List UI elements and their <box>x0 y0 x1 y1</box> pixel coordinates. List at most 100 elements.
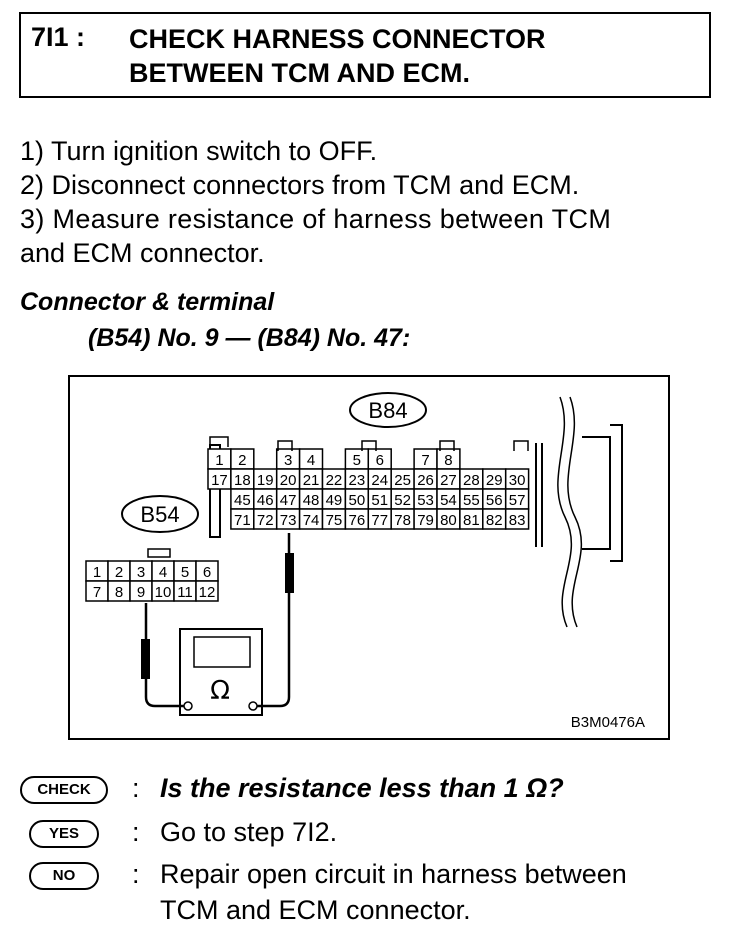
b84-terminal-49-label: 49 <box>326 492 343 509</box>
check-question: Is the resistance less than 1 Ω? <box>160 773 564 803</box>
b54-terminal-6-label: 6 <box>203 564 211 581</box>
b84-terminal-80-label: 80 <box>440 512 457 529</box>
b84-terminal-30-label: 30 <box>509 472 526 489</box>
b84-terminal-45-label: 45 <box>234 492 251 509</box>
b84-terminal-81-label: 81 <box>463 512 480 529</box>
b54-terminal-12-label: 12 <box>199 584 216 601</box>
no-text-line2: TCM and ECM connector. <box>160 895 471 925</box>
yes-colon: : <box>132 817 140 847</box>
b54-terminal-12-cell <box>195 580 219 602</box>
b84-terminal-50-label: 50 <box>349 492 366 509</box>
step-title: CHECK HARNESS CONNECTOR BETWEEN TCM AND … <box>129 22 546 90</box>
b84-terminal-28-label: 28 <box>463 472 480 489</box>
b84-terminal-6-label: 6 <box>376 452 384 469</box>
b84-terminal-3-label: 3 <box>284 452 292 469</box>
b54-terminal-4-label: 4 <box>159 564 167 581</box>
b54-label-ellipse <box>121 495 199 533</box>
b54-terminal-8-label: 8 <box>115 584 123 601</box>
procedure-step-1: 1) Turn ignition switch to OFF. <box>20 136 378 166</box>
b84-terminal-1-label: 1 <box>215 452 223 469</box>
b84-terminal-29-label: 29 <box>486 472 503 489</box>
b84-terminal-55-label: 55 <box>463 492 480 509</box>
b84-terminal-22-label: 22 <box>326 472 343 489</box>
b84-terminal-21-label: 21 <box>303 472 320 489</box>
step-header-box: 7I1 : CHECK HARNESS CONNECTOR BETWEEN TC… <box>19 12 711 98</box>
b84-terminal-24-label: 24 <box>371 472 388 489</box>
b84-terminal-7-label: 7 <box>421 452 429 469</box>
yes-badge: YES <box>29 820 99 848</box>
b84-terminal-47-label: 47 <box>280 492 297 509</box>
b84-terminal-20-label: 20 <box>280 472 297 489</box>
figure-code: B3M0476A <box>571 714 645 731</box>
procedure-step-2: 2) Disconnect connectors from TCM and EC… <box>20 170 580 200</box>
b54-terminal-5-label: 5 <box>181 564 189 581</box>
b84-terminal-83-cell <box>504 508 530 530</box>
b84-terminal-72-label: 72 <box>257 512 274 529</box>
b84-terminal-26-label: 26 <box>417 472 434 489</box>
yes-row: YES : Go to step 7I2. <box>14 814 724 854</box>
b84-tab <box>361 440 377 451</box>
b84-connector-body <box>209 443 543 547</box>
b54-terminal-3-label: 3 <box>137 564 145 581</box>
b54-terminal-1-label: 1 <box>93 564 101 581</box>
b84-terminal-48-label: 48 <box>303 492 320 509</box>
b84-terminal-54-label: 54 <box>440 492 457 509</box>
break-line-2 <box>567 396 583 628</box>
no-text-line1: Repair open circuit in harness between <box>160 859 627 889</box>
b54-terminal-9-label: 9 <box>137 584 145 601</box>
meter-terminal-left <box>183 701 193 711</box>
probe-right <box>285 553 294 593</box>
no-badge: NO <box>29 862 99 890</box>
b84-terminal-18-label: 18 <box>234 472 251 489</box>
b54-terminal-10-label: 10 <box>155 584 172 601</box>
ecm-connector-stub <box>582 436 611 550</box>
no-text: Repair open circuit in harness between T… <box>160 856 720 928</box>
b84-terminal-71-label: 71 <box>234 512 251 529</box>
b54-latch <box>147 548 171 558</box>
b84-terminal-75-label: 75 <box>326 512 343 529</box>
connector-heading-line2: (B54) No. 9 — (B84) No. 47: <box>88 324 411 352</box>
b84-terminal-46-label: 46 <box>257 492 274 509</box>
b84-terminal-23-label: 23 <box>349 472 366 489</box>
b84-terminal-76-label: 76 <box>349 512 366 529</box>
check-badge: CHECK <box>20 776 108 804</box>
b84-terminal-83-label: 83 <box>509 512 526 529</box>
b84-terminal-74-label: 74 <box>303 512 320 529</box>
meter-terminal-right <box>248 701 258 711</box>
step-title-line1: CHECK HARNESS CONNECTOR <box>129 24 546 54</box>
b54-terminal-7-label: 7 <box>93 584 101 601</box>
b84-tab <box>513 440 529 451</box>
b84-terminal-25-label: 25 <box>394 472 411 489</box>
procedure-step-3-cont: and ECM connector. <box>20 238 265 268</box>
b84-tab <box>209 436 229 447</box>
b84-terminal-79-label: 79 <box>417 512 434 529</box>
check-colon: : <box>132 773 140 803</box>
check-row: CHECK : Is the resistance less than 1 Ω? <box>14 770 724 810</box>
step-title-line2: BETWEEN TCM AND ECM. <box>129 58 470 88</box>
ohmmeter-display <box>193 636 251 668</box>
yes-text: Go to step 7I2. <box>160 817 338 847</box>
b54-label: B54 <box>140 502 179 527</box>
procedure-list: 1) Turn ignition switch to OFF. 2) Disco… <box>20 134 710 270</box>
b84-terminal-73-label: 73 <box>280 512 297 529</box>
b84-terminal-19-label: 19 <box>257 472 274 489</box>
probe-left <box>141 639 150 679</box>
b84-label-ellipse <box>349 392 427 428</box>
b84-terminal-2-label: 2 <box>238 452 246 469</box>
b84-terminal-52-label: 52 <box>394 492 411 509</box>
b84-terminal-8-label: 8 <box>444 452 452 469</box>
no-row: NO : Repair open circuit in harness betw… <box>14 856 724 936</box>
connector-heading-line1: Connector & terminal <box>20 288 275 316</box>
b84-tab <box>277 440 293 451</box>
step-number: 7I1 : <box>31 22 86 52</box>
b84-tab <box>439 440 455 451</box>
b84-terminal-5-label: 5 <box>353 452 361 469</box>
ohm-symbol: Ω <box>210 676 230 706</box>
b84-terminal-78-label: 78 <box>394 512 411 529</box>
b54-terminal-2-label: 2 <box>115 564 123 581</box>
b84-terminal-82-label: 82 <box>486 512 503 529</box>
b84-terminal-56-label: 56 <box>486 492 503 509</box>
